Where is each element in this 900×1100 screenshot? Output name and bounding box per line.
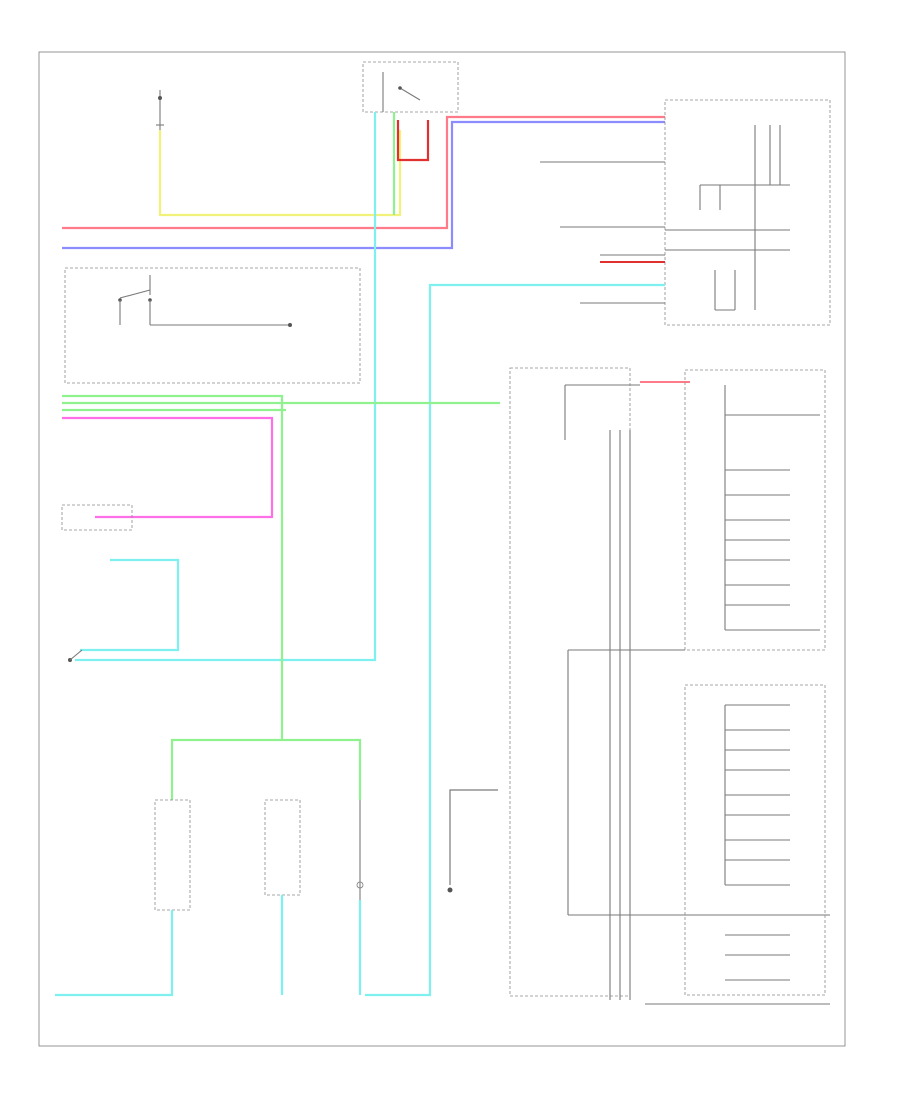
wire-ground bbox=[449, 789, 498, 885]
wire-yellow bbox=[158, 130, 402, 217]
combination-meter-box bbox=[664, 99, 831, 326]
wire-blue bbox=[62, 120, 665, 250]
wire-green-lamps bbox=[170, 738, 362, 800]
dimmer-switch-symbol bbox=[118, 275, 292, 327]
fuse-symbol bbox=[156, 90, 164, 130]
right-steering-pad-box bbox=[684, 369, 826, 651]
wire-relay-coil bbox=[396, 120, 430, 162]
wire-cyan-main bbox=[75, 112, 377, 662]
left-steering-pad-box bbox=[684, 684, 826, 996]
front-center-lamp-box bbox=[264, 799, 301, 896]
ground-point bbox=[447, 887, 453, 893]
front-left-lamp-box bbox=[154, 799, 191, 911]
meter-internals bbox=[665, 125, 790, 311]
left-pad-switches bbox=[724, 704, 790, 981]
right-lamp-symbol bbox=[356, 800, 364, 900]
headlight-switch-box bbox=[64, 267, 361, 384]
wire-red bbox=[62, 115, 665, 230]
brake-switch-symbol bbox=[68, 649, 83, 662]
diagram-frame bbox=[38, 51, 846, 1047]
transmission-ecu-box bbox=[61, 504, 133, 531]
right-pad-switches bbox=[724, 385, 820, 631]
spiral-cable-box bbox=[509, 367, 631, 997]
relay-box bbox=[362, 61, 459, 113]
wire-green-1 bbox=[62, 394, 284, 740]
spiral-cable-lines bbox=[564, 384, 830, 1000]
wire-magenta bbox=[62, 416, 274, 519]
wire-cyan-ecu bbox=[80, 558, 180, 652]
wire-cyan-meter bbox=[365, 283, 665, 997]
wire-cyan-ground bbox=[55, 910, 174, 997]
relay-contact bbox=[382, 72, 421, 112]
